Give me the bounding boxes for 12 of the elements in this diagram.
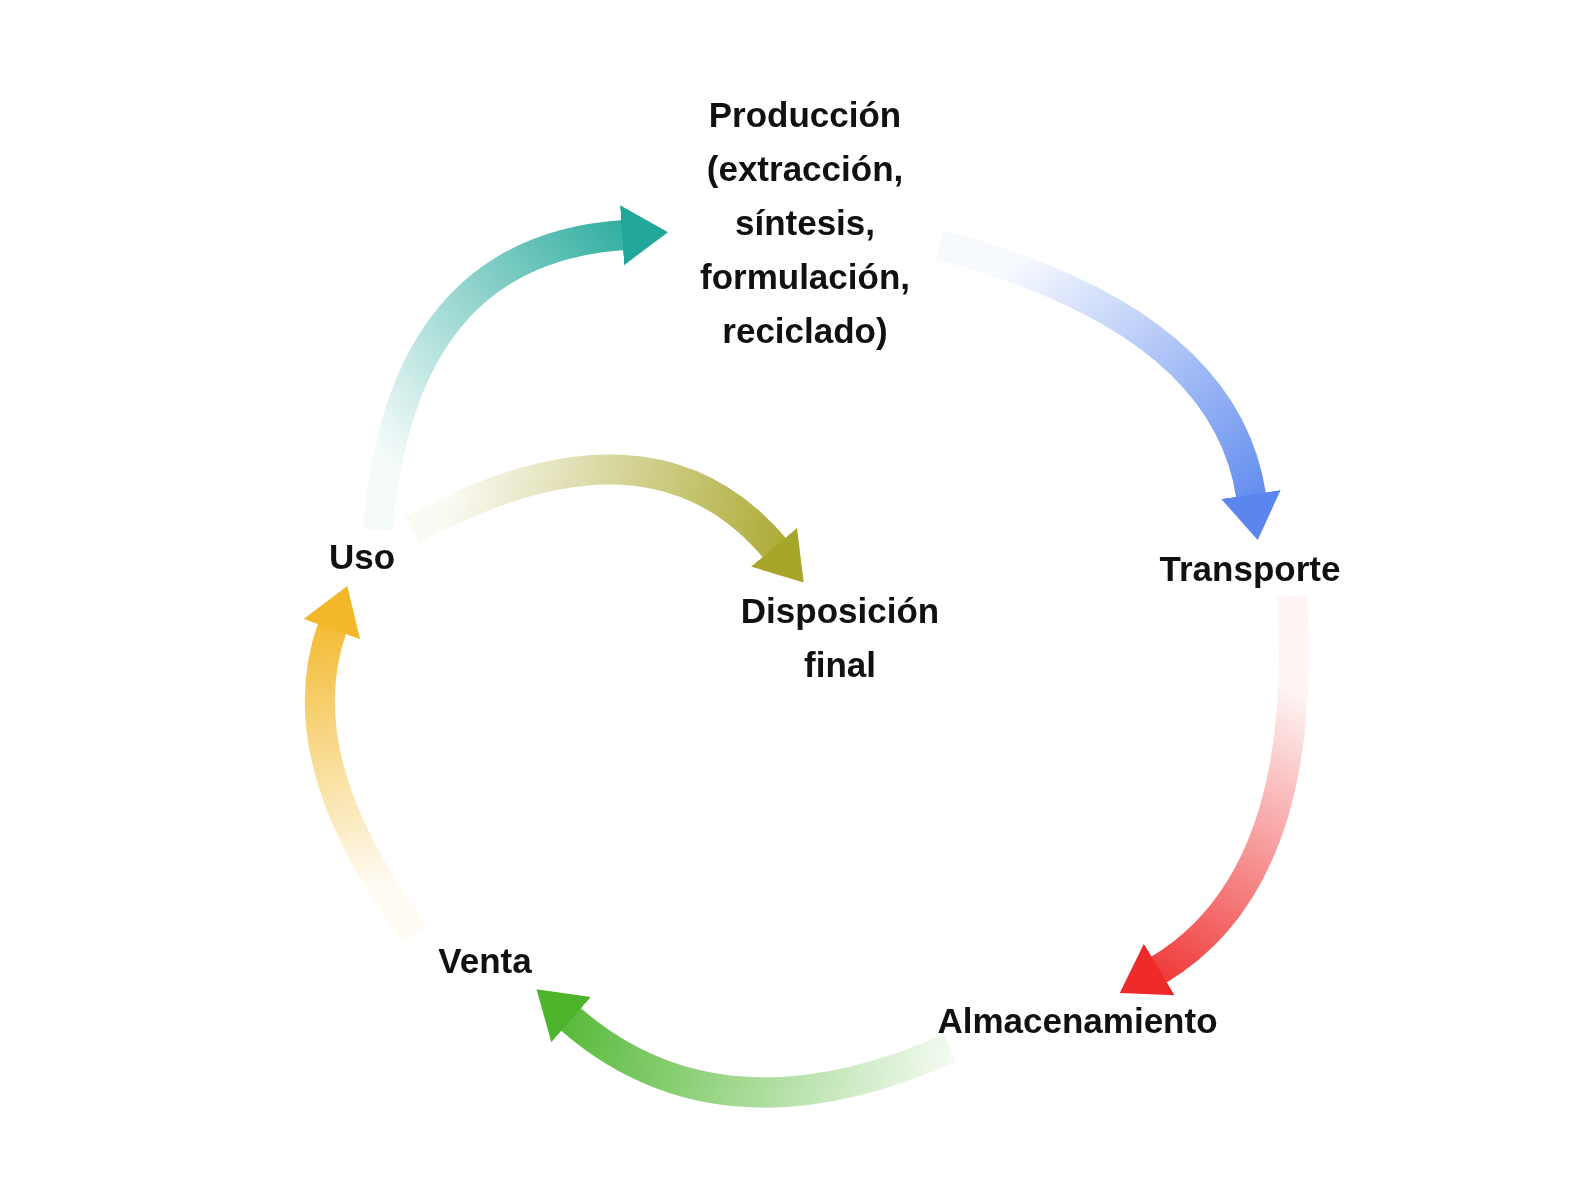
curved-arrow	[1121, 595, 1309, 996]
curved-arrow	[303, 585, 428, 943]
curved-arrow	[535, 990, 956, 1108]
curved-arrow	[363, 205, 668, 532]
stage-label: Transporte	[1158, 548, 1342, 590]
stage-label: Disposición final	[739, 590, 941, 686]
stage-label: Almacenamiento	[936, 1000, 1219, 1042]
curved-arrow	[405, 454, 806, 581]
stage-label: Uso	[327, 536, 397, 578]
stage-label: Producción (extracción, síntesis, formulación, reciclado)	[699, 94, 911, 352]
curved-arrow	[935, 230, 1281, 540]
stage-label: Venta	[437, 940, 533, 982]
